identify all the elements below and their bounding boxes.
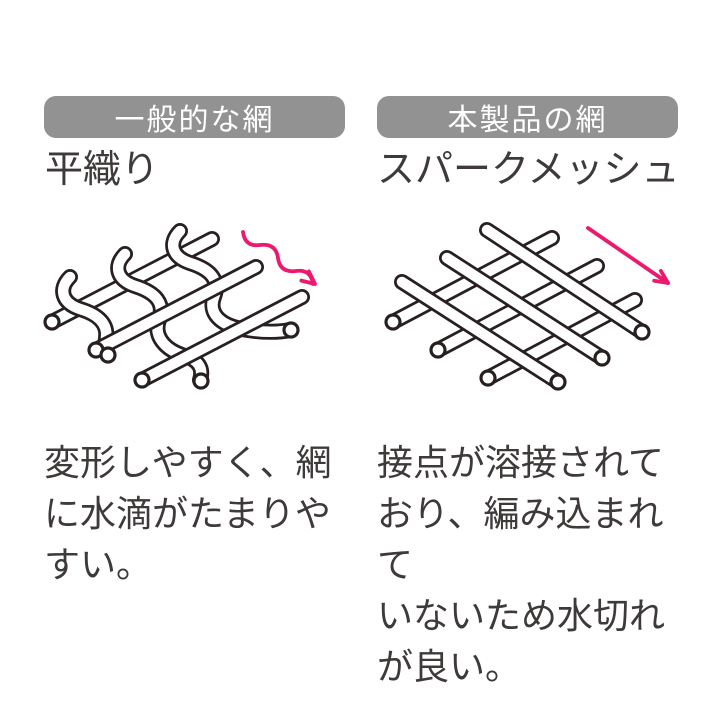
wavy-arrow-down-right-icon — [241, 230, 317, 286]
wire-end-caps — [43, 313, 300, 390]
straight-arrow-down-right-icon — [586, 226, 670, 285]
woven-mesh-svg — [43, 222, 317, 390]
title-spark-mesh: スパークメッシュ — [377, 149, 680, 191]
welded-mesh-svg — [384, 218, 670, 391]
welded-mesh-illustration — [370, 218, 690, 412]
badge-generic-mesh: 一般的な網 — [44, 96, 345, 138]
title-plain-weave: 平織り — [45, 149, 160, 191]
description-generic-mesh: 変形しやすく、網 に水滴がたまりや すい。 — [44, 442, 332, 585]
description-product-mesh: 接点が溶接されて おり、編み込まれて いないため水切れ が良い。 — [377, 442, 666, 687]
badge-product-mesh: 本製品の網 — [377, 96, 678, 138]
woven-mesh-illustration — [40, 222, 340, 412]
wire-end-caps — [384, 313, 651, 391]
